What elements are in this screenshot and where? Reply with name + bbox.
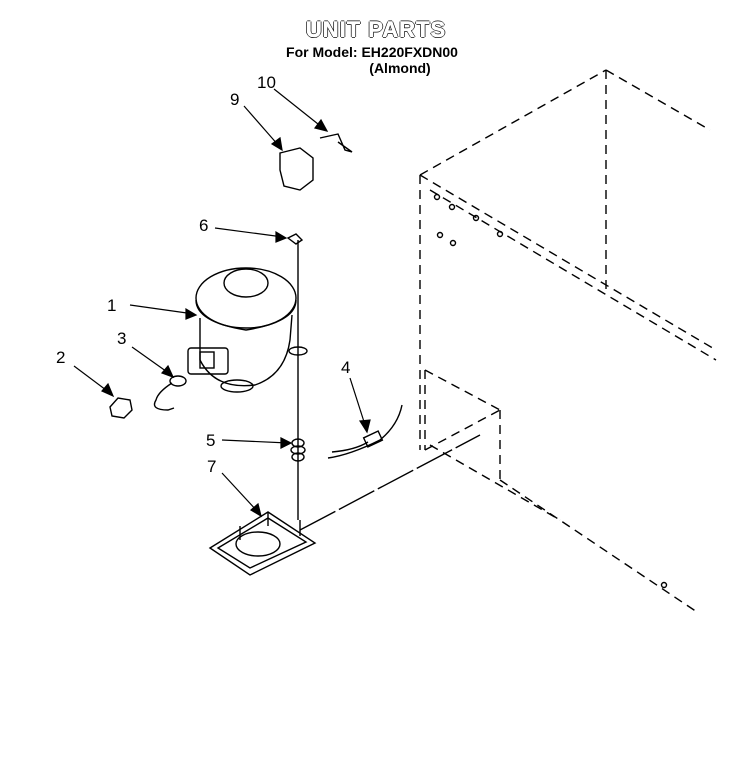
relay-part	[279, 147, 314, 191]
overload-part	[153, 375, 187, 411]
callout-10: 10	[257, 73, 276, 92]
cabinet-outline	[419, 69, 717, 613]
leader-lines	[73, 88, 371, 518]
pin-part	[286, 233, 304, 245]
callout-4: 4	[341, 358, 351, 377]
callout-3: 3	[117, 329, 127, 348]
cabinet-holes	[433, 193, 668, 589]
callout-6: 6	[199, 216, 209, 235]
mount-line	[299, 434, 481, 531]
compressor	[187, 267, 308, 393]
harness-part	[327, 404, 403, 459]
bracket-part	[319, 133, 353, 153]
color-line: (Almond)	[369, 60, 431, 76]
base-plate	[208, 511, 317, 576]
callout-9: 9	[230, 90, 240, 109]
clip-part	[109, 397, 133, 419]
callout-5: 5	[206, 431, 216, 450]
model-line: For Model: EH220FXDN00	[286, 44, 458, 60]
callout-2: 2	[56, 348, 66, 367]
callout-1: 1	[107, 296, 117, 315]
callout-7: 7	[207, 457, 217, 476]
diagram-title: UNIT PARTS	[305, 17, 447, 43]
